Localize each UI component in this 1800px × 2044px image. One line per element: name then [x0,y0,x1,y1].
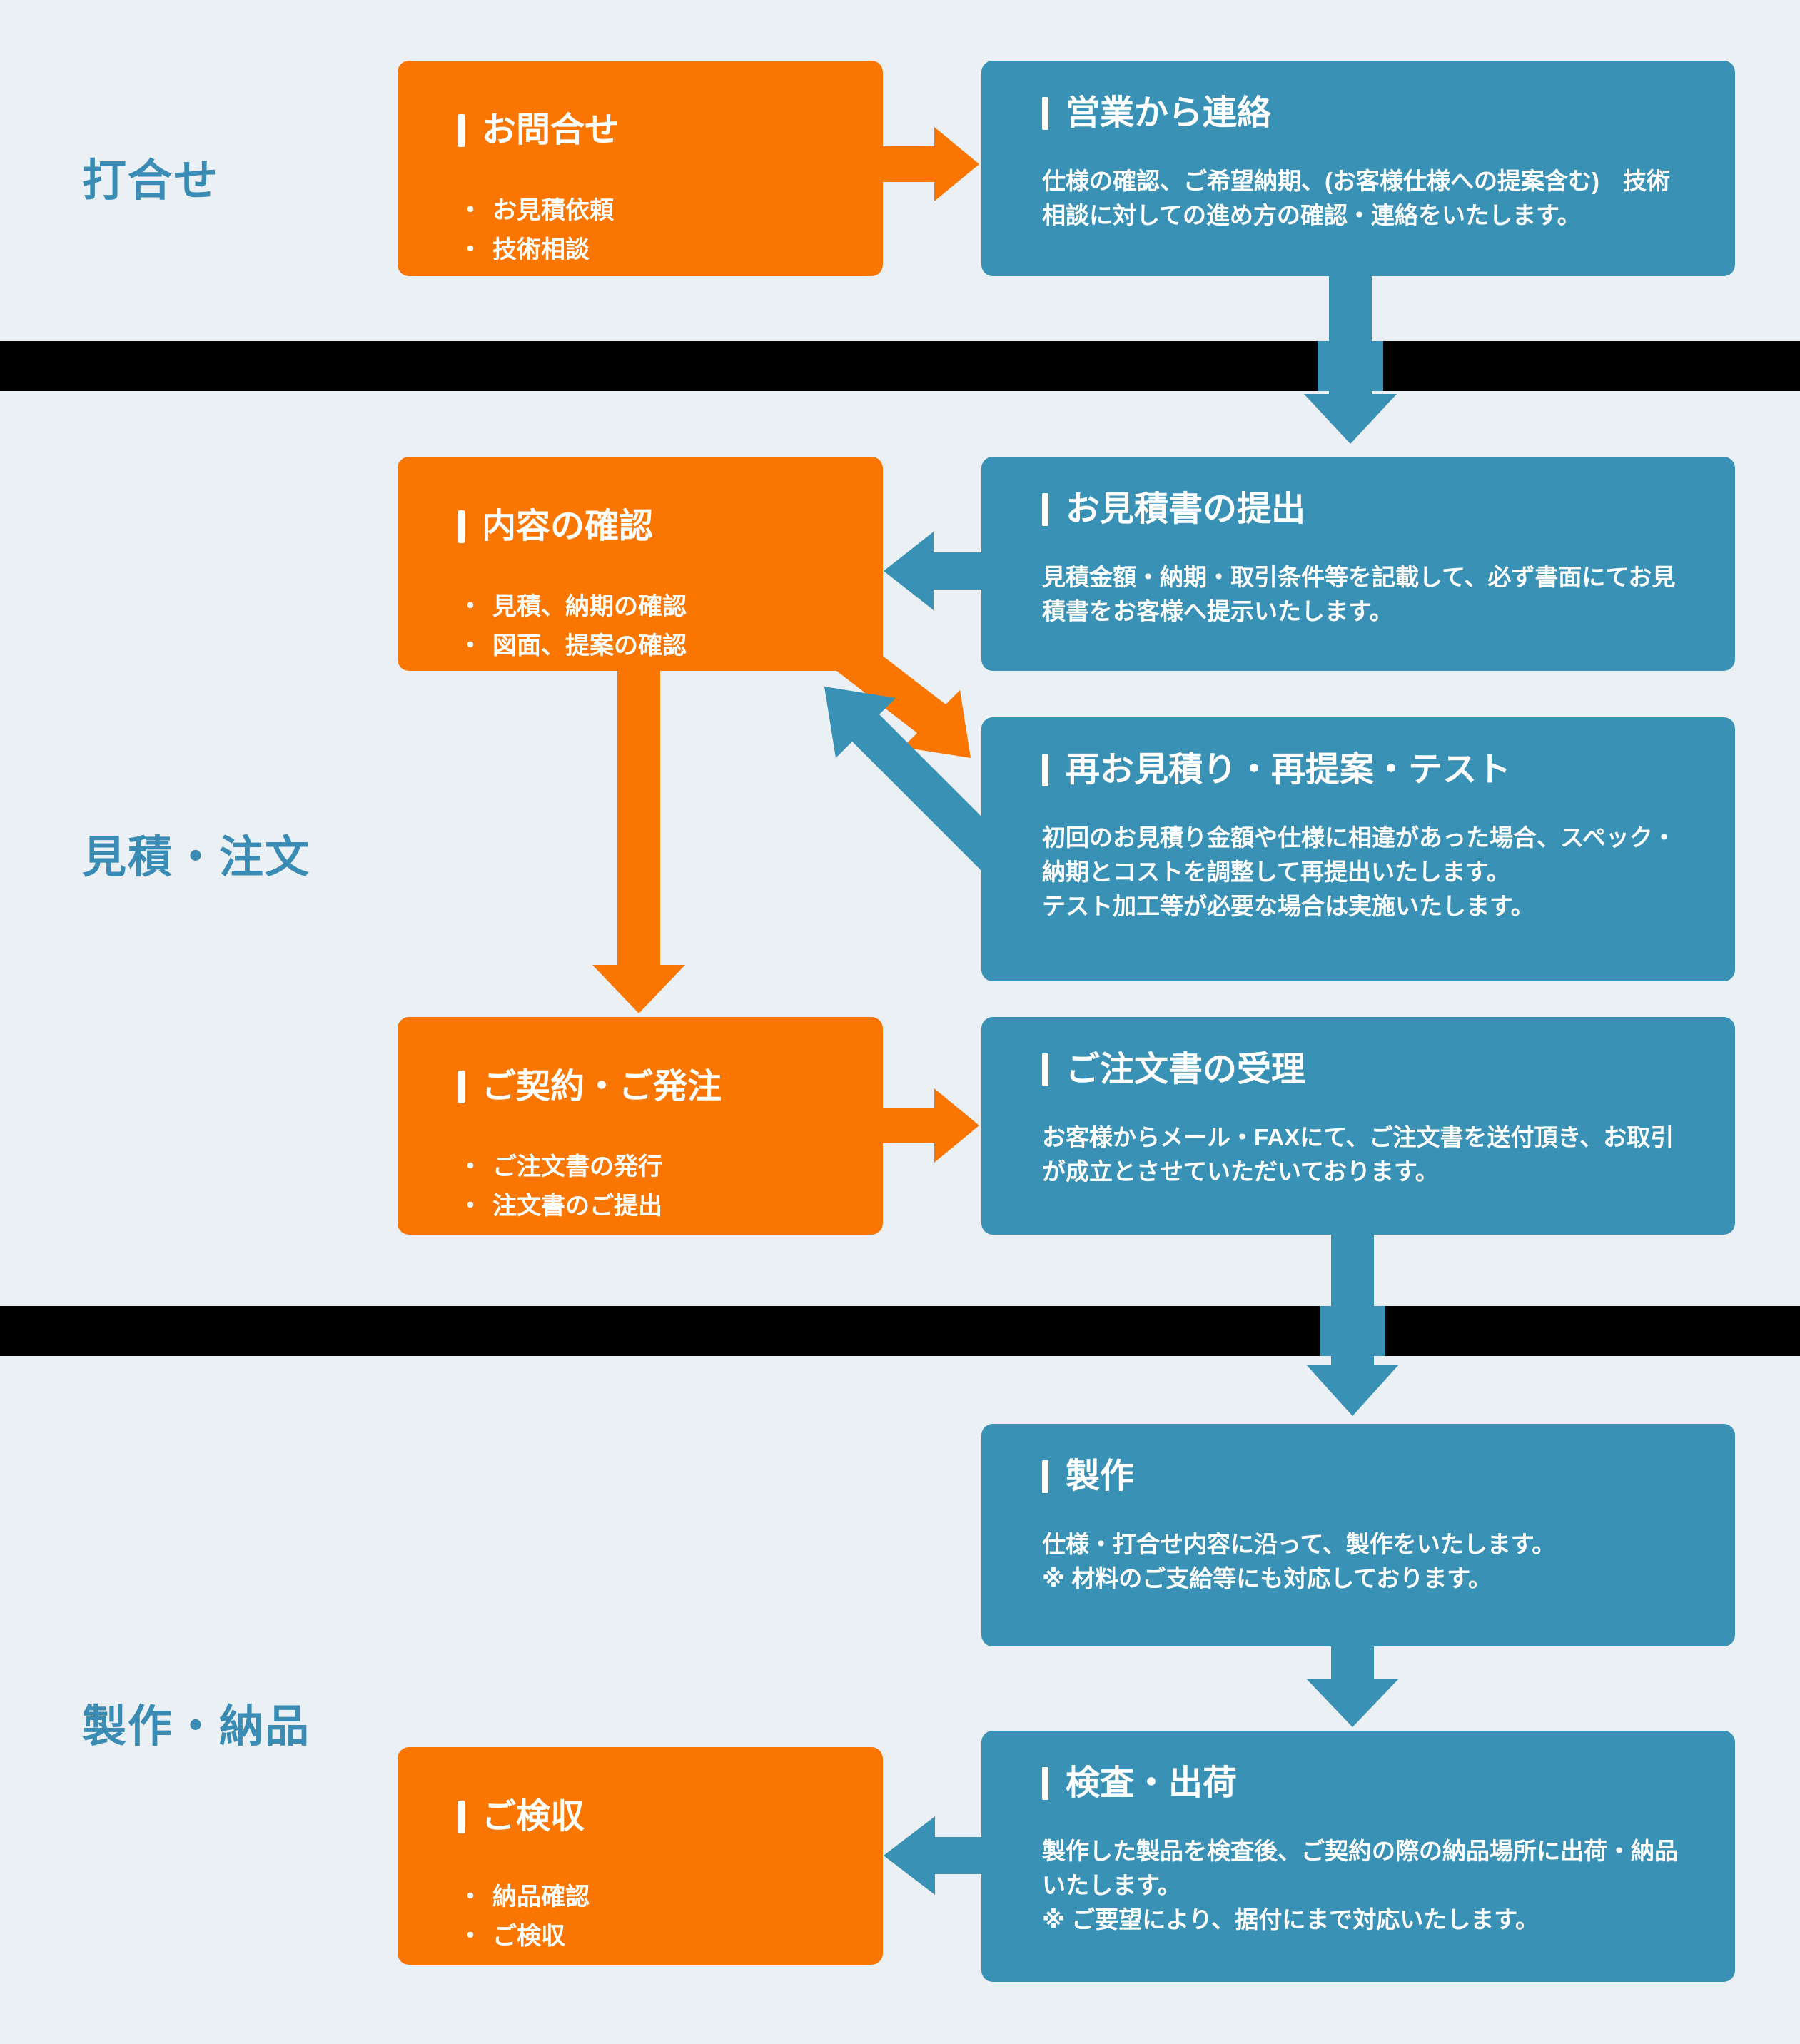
step-box-production: 製作 仕様・打合せ内容に沿って、製作をいたします。 ※ 材料のご支給等にも対応して… [981,1424,1735,1646]
step-box-inquiry: お問合せ お見積依頼技術相談 [398,61,883,276]
step-box-inspection: 検査・出荷 製作した製品を検査後、ご契約の際の納品場所に出荷・納品いたします。 ※… [981,1731,1735,1982]
step-box-order-receipt: ご注文書の受理 お客様からメール・FAXにて、ご注文書を送付頂き、お取引が成立と… [981,1017,1735,1235]
step-title: ご契約・ご発注 [458,1068,840,1106]
arrow-down-icon-order-to-production [1306,1235,1399,1416]
phase-divider-bar-1 [0,341,1800,391]
body-line: ※ ご要望により、据付にまで対応いたします。 [1042,1906,1539,1933]
step-title-text: お問合せ [482,111,620,149]
step-title: お見積書の提出 [1042,490,1692,529]
title-bar-icon [1042,97,1048,131]
step-box-contract: ご契約・ご発注 ご注文書の発行注文書のご提出 [398,1017,883,1235]
step-title-text: ご検収 [482,1798,585,1836]
arrow-left-icon-quotation-to-check [884,532,983,610]
step-title-text: 製作 [1066,1457,1135,1495]
body-line: テスト加工等が必要な場合は実施いたします。 [1042,893,1534,920]
step-description: 仕様・打合せ内容に沿って、製作をいたします。 ※ 材料のご支給等にも対応しておりま… [1042,1527,1692,1596]
bullet-item: お見積依頼 [458,191,840,231]
arrow-diagonal-icon-requote-to-check [824,687,1027,889]
body-line: 見積金額・納期・取引条件等を記載して、必ず書面にてお見積書をお客様へ提示いたしま… [1042,563,1676,624]
bullet-item: 技術相談 [458,231,840,270]
bullet-item: 図面、提案の確認 [458,627,840,666]
title-bar-icon [458,510,465,544]
step-title: 再お見積り・再提案・テスト [1042,751,1692,789]
title-bar-icon [458,1801,465,1834]
step-box-requote: 再お見積り・再提案・テスト 初回のお見積り金額や仕様に相違があった場合、スペック… [981,717,1735,981]
step-title-text: 内容の確認 [482,507,654,545]
bullet-item: ご注文書の発行 [458,1148,840,1187]
body-line: お客様からメール・FAXにて、ご注文書を送付頂き、お取引が成立とさせていただいて… [1042,1123,1674,1185]
step-title-text: 検査・出荷 [1066,1764,1238,1802]
body-line: 製作した製品を検査後、ご契約の際の納品場所に出荷・納品いたします。 [1042,1837,1678,1898]
phase-label-production-delivery: 製作・納品 [82,1702,311,1751]
step-bullet-list: 納品確認ご検収 [458,1878,840,1956]
step-description: 製作した製品を検査後、ご契約の際の納品場所に出荷・納品いたします。 ※ ご要望によ… [1042,1834,1692,1938]
arrow-right-icon-inquiry-to-sales [883,127,979,201]
step-description: 見積金額・納期・取引条件等を記載して、必ず書面にてお見積書をお客様へ提示いたしま… [1042,560,1692,629]
step-title: 検査・出荷 [1042,1764,1692,1803]
step-box-acceptance: ご検収 納品確認ご検収 [398,1747,883,1965]
title-bar-icon [458,114,465,148]
phase-divider-bar-2 [0,1306,1800,1356]
step-description: お客様からメール・FAXにて、ご注文書を送付頂き、お取引が成立とさせていただいて… [1042,1120,1692,1189]
arrow-right-icon-contract-to-order [883,1088,979,1163]
body-line: 仕様の確認、ご希望納期、(お客様仕様への提案含む) 技術相談に対しての進め方の確… [1042,167,1670,228]
step-title-text: ご契約・ご発注 [482,1068,722,1106]
title-bar-icon [1042,754,1048,787]
title-bar-icon [1042,493,1048,527]
body-line: 初回のお見積り金額や仕様に相違があった場合、スペック・納期とコストを調整して再提… [1042,824,1677,885]
step-title-text: お見積書の提出 [1066,490,1306,528]
bullet-item: 注文書のご提出 [458,1187,840,1226]
step-title: ご注文書の受理 [1042,1051,1692,1089]
arrow-down-icon-production-to-inspection [1306,1646,1399,1727]
step-title: 製作 [1042,1457,1692,1496]
body-line: 仕様・打合せ内容に沿って、製作をいたします。 [1042,1530,1556,1557]
phase-label-meeting: 打合せ [82,156,220,206]
bullet-item: ご検収 [458,1917,840,1956]
step-box-quotation: お見積書の提出 見積金額・納期・取引条件等を記載して、必ず書面にてお見積書をお客… [981,457,1735,671]
step-bullet-list: ご注文書の発行注文書のご提出 [458,1148,840,1226]
step-bullet-list: 見積、納期の確認図面、提案の確認 [458,587,840,666]
title-bar-icon [458,1071,465,1104]
step-title: お問合せ [458,111,840,150]
step-title: 内容の確認 [458,507,840,546]
step-title-text: 営業から連絡 [1066,94,1272,132]
arrow-left-icon-inspection-to-acceptance [884,1816,983,1895]
phase-label-estimate-order: 見積・注文 [82,833,311,882]
title-bar-icon [1042,1460,1048,1494]
step-title: 営業から連絡 [1042,94,1692,133]
step-title-text: ご注文書の受理 [1066,1051,1306,1088]
step-title: ご検収 [458,1798,840,1836]
arrow-down-icon-check-to-contract [592,662,685,1013]
body-line: ※ 材料のご支給等にも対応しております。 [1042,1564,1492,1592]
bullet-item: 見積、納期の確認 [458,587,840,627]
title-bar-icon [1042,1053,1048,1087]
step-description: 初回のお見積り金額や仕様に相違があった場合、スペック・納期とコストを調整して再提… [1042,821,1692,924]
step-box-content-check: 内容の確認 見積、納期の確認図面、提案の確認 [398,457,883,671]
arrow-down-icon-sales-to-quotation [1304,276,1397,444]
title-bar-icon [1042,1767,1048,1801]
step-box-sales-contact: 営業から連絡 仕様の確認、ご希望納期、(お客様仕様への提案含む) 技術相談に対し… [981,61,1735,276]
step-title-text: 再お見積り・再提案・テスト [1066,751,1512,789]
bullet-item: 納品確認 [458,1878,840,1917]
step-description: 仕様の確認、ご希望納期、(お客様仕様への提案含む) 技術相談に対しての進め方の確… [1042,164,1692,233]
step-bullet-list: お見積依頼技術相談 [458,191,840,270]
